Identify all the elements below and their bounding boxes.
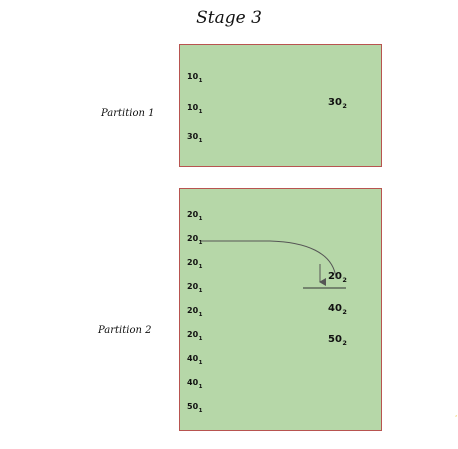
partition-2-left-item: 201 xyxy=(187,282,203,294)
partition-1-right-item: 302 xyxy=(328,97,347,110)
partition-2-left-item: 501 xyxy=(187,402,203,414)
partition-2-left-item: 201 xyxy=(187,258,203,270)
partition-1-label: Partition 1 xyxy=(101,108,155,119)
edge-mark-icon: ‘ xyxy=(455,414,458,422)
partition-1-box xyxy=(179,44,382,167)
partition-2-left-item: 401 xyxy=(187,354,203,366)
partition-1-left-item: 101 xyxy=(187,72,203,84)
move-arrow-curve xyxy=(201,240,337,279)
partition-2-label: Partition 2 xyxy=(98,325,152,336)
partition-1-left-item: 101 xyxy=(187,103,203,115)
partition-2-left-item: 201 xyxy=(187,210,203,222)
partition-2-left-item: 201 xyxy=(187,234,203,246)
partition-2-left-item: 201 xyxy=(187,330,203,342)
diagram-title: Stage 3 xyxy=(196,8,262,28)
partition-2-left-item: 401 xyxy=(187,378,203,390)
partition-2-right-item: 202 xyxy=(328,271,347,284)
partition-2-left-item: 201 xyxy=(187,306,203,318)
partition-2-right-item: 402 xyxy=(328,303,347,316)
partition-2-right-item: 502 xyxy=(328,334,347,347)
partition-2-box xyxy=(179,188,382,431)
partition-1-left-item: 301 xyxy=(187,132,203,144)
